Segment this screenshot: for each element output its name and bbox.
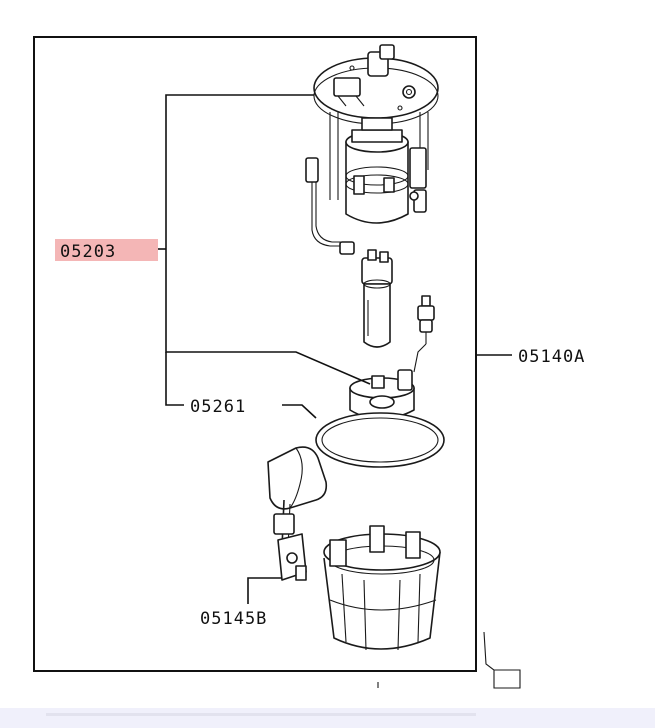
pump-flange-plate bbox=[313, 44, 439, 125]
callout-gauge-unit[interactable]: 05145B bbox=[200, 609, 267, 629]
filter-holder bbox=[349, 369, 415, 420]
footer-line bbox=[46, 713, 476, 716]
callout-seal[interactable]: 05261 bbox=[190, 397, 246, 417]
diagram-frame bbox=[33, 36, 477, 672]
callout-assembly-main[interactable]: 05203 bbox=[60, 242, 116, 262]
corner-mark bbox=[483, 631, 521, 689]
leader-gauge-unit bbox=[247, 577, 282, 604]
fuel-pump-motor bbox=[361, 249, 393, 348]
pump-reservoir-body bbox=[305, 112, 429, 255]
leader-seal bbox=[165, 352, 184, 406]
callout-highlight bbox=[55, 239, 158, 261]
seal-ring bbox=[315, 412, 445, 468]
pressure-regulator bbox=[413, 295, 435, 373]
callout-unit-total[interactable]: 05140A bbox=[518, 347, 585, 367]
fuel-level-gauge bbox=[267, 446, 328, 581]
reservoir-cup bbox=[323, 525, 441, 651]
leader-assembly-main bbox=[165, 94, 371, 385]
footer-strip bbox=[0, 708, 655, 728]
